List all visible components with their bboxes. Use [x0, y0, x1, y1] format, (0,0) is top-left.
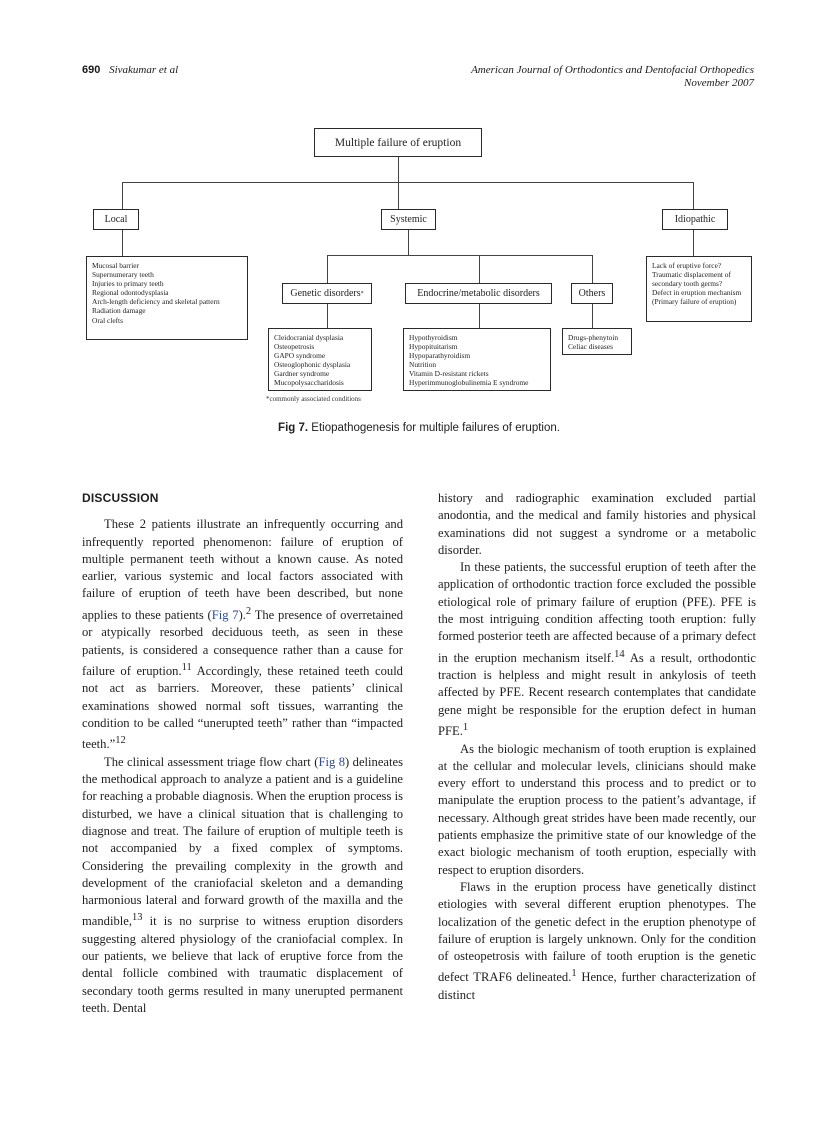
others-node-label: Others — [578, 288, 606, 299]
figure-caption: Fig 7. Etiopathogenesis for multiple fai… — [0, 422, 838, 434]
connector — [693, 182, 694, 209]
paragraph: history and radiographic examination exc… — [438, 491, 756, 557]
endocrine-node: Endocrine/metabolic disorders — [405, 283, 552, 304]
list-item: Defect in eruption mechanism (Primary fa… — [652, 288, 742, 307]
text-run: ) delineates the methodical approach to … — [82, 754, 403, 929]
genetic-disorders-list: Cleidocranial dysplasia Osteopetrosis GA… — [268, 328, 372, 391]
paragraph: In these patients, the successful erupti… — [438, 559, 756, 740]
text-column-right: history and radiographic examination exc… — [438, 490, 756, 1004]
list-item: Arch-length deficiency and skeletal patt… — [92, 297, 220, 307]
list-item: Nutrition — [409, 360, 437, 370]
list-item: Osteopetrosis — [274, 342, 315, 352]
local-causes-list: Mucosal barrier Supernumerary teeth Inju… — [86, 256, 248, 340]
paragraph: As the biologic mechanism of tooth erupt… — [438, 741, 756, 877]
figure-caption-text: Etiopathogenesis for multiple failures o… — [311, 422, 560, 434]
connector — [592, 255, 593, 283]
list-item: Celiac diseases — [568, 342, 613, 352]
connector — [122, 182, 123, 209]
genetic-node-label: Genetic disorders — [290, 288, 361, 299]
list-item: GAPO syndrome — [274, 351, 326, 361]
idiopathic-causes-list: Lack of eruptive force? Traumatic displa… — [646, 256, 752, 322]
idiopathic-node-label: Idiopathic — [674, 214, 716, 225]
idiopathic-node: Idiopathic — [662, 209, 728, 230]
endocrine-node-label: Endocrine/metabolic disorders — [417, 288, 540, 299]
list-item: Hypoparathyroidism — [409, 351, 471, 361]
text-run: The clinical assessment triage flow char… — [104, 754, 319, 769]
connector — [479, 304, 480, 328]
text-run: Accordingly, these retained teeth could … — [82, 664, 403, 752]
list-item: Supernumerary teeth — [92, 270, 154, 280]
citation: 1 — [462, 722, 469, 734]
list-item: Traumatic displacement of secondary toot… — [652, 270, 731, 289]
list-item: Gardner syndrome — [274, 369, 330, 379]
local-node-label: Local — [104, 214, 128, 225]
connector — [592, 304, 593, 328]
endocrine-disorders-list: Hypothyroidism Hypopituitarism Hypoparat… — [403, 328, 551, 391]
connector — [327, 304, 328, 328]
citation: 12 — [115, 735, 126, 747]
section-heading: DISCUSSION — [82, 491, 159, 505]
issue-date: November 2007 — [684, 77, 754, 89]
root-node-label: Multiple failure of eruption — [334, 136, 462, 149]
other-causes-list: Drugs-phenytoin Celiac diseases — [562, 328, 632, 355]
connector — [327, 255, 328, 283]
text-run: Flaws in the eruption process have genet… — [438, 879, 756, 985]
list-item: Radiation damage — [92, 306, 146, 316]
list-item: Mucopolysaccharidosis — [274, 378, 344, 388]
list-item: Osteoglophonic dysplasia — [274, 360, 351, 370]
connector — [398, 157, 399, 182]
list-item: Vitamin D-resistant rickets — [409, 369, 489, 379]
connector — [122, 182, 694, 183]
connector — [327, 255, 593, 256]
list-item: Cleidocranial dysplasia — [274, 333, 344, 342]
running-authors: Sivakumar et al — [109, 64, 179, 76]
genetic-node: Genetic disorders* — [282, 283, 372, 304]
citation: 1 — [571, 968, 577, 980]
list-item: Hypothyroidism — [409, 333, 458, 342]
systemic-node: Systemic — [381, 209, 436, 230]
text-run: Hence, further characterization of disti… — [438, 970, 756, 1002]
list-item: Mucosal barrier — [92, 261, 139, 270]
list-item: Injuries to primary teeth — [92, 279, 164, 289]
text-run: it is no surprise to witness eruption di… — [82, 914, 403, 1016]
paragraph: The clinical assessment triage flow char… — [82, 754, 403, 1018]
paragraph: Flaws in the eruption process have genet… — [438, 879, 756, 1004]
systemic-node-label: Systemic — [390, 214, 427, 225]
list-item: Hypopituitarism — [409, 342, 458, 352]
citation: 2 — [245, 605, 252, 617]
list-item: Lack of eruptive force? — [652, 261, 722, 270]
citation: 11 — [181, 661, 192, 673]
connector — [398, 182, 399, 209]
figure-link[interactable]: Fig 8 — [318, 754, 345, 769]
figure-link[interactable]: Fig 7 — [211, 607, 239, 622]
figure-caption-label: Fig 7. — [278, 422, 309, 434]
text-column-left: DISCUSSION These 2 patients illustrate a… — [82, 490, 403, 1017]
connector — [693, 230, 694, 256]
others-node: Others — [571, 283, 613, 304]
list-item: Hyperimmunoglobulinemia E syndrome — [409, 378, 529, 388]
text-run: These 2 patients illustrate an infrequen… — [82, 517, 403, 622]
connector — [408, 230, 409, 255]
running-header-right: American Journal of Orthodontics and Den… — [471, 64, 754, 90]
root-node: Multiple failure of eruption — [314, 128, 482, 157]
running-header-left: 690 Sivakumar et al — [82, 64, 178, 76]
text-run: In these patients, the successful erupti… — [438, 560, 756, 665]
list-item: Oral clefts — [92, 315, 123, 325]
text-run: As a result, orthodontic traction is hel… — [438, 650, 756, 739]
footnote-marker: * — [360, 290, 364, 297]
text-run: ). — [238, 607, 246, 622]
text-run: The presence of overretained or atypical… — [82, 607, 403, 679]
citation: 14 — [614, 648, 625, 660]
journal-title: American Journal of Orthodontics and Den… — [471, 64, 754, 76]
figure-footnote: *commonly associated conditions — [266, 395, 361, 403]
citation: 13 — [132, 912, 143, 924]
list-item: Regional odontodysplasia — [92, 288, 169, 298]
local-node: Local — [93, 209, 139, 230]
connector — [122, 230, 123, 256]
connector — [479, 255, 480, 283]
paragraph: These 2 patients illustrate an infrequen… — [82, 516, 403, 753]
page-number: 690 — [82, 64, 101, 76]
list-item: Drugs-phenytoin — [568, 333, 619, 342]
